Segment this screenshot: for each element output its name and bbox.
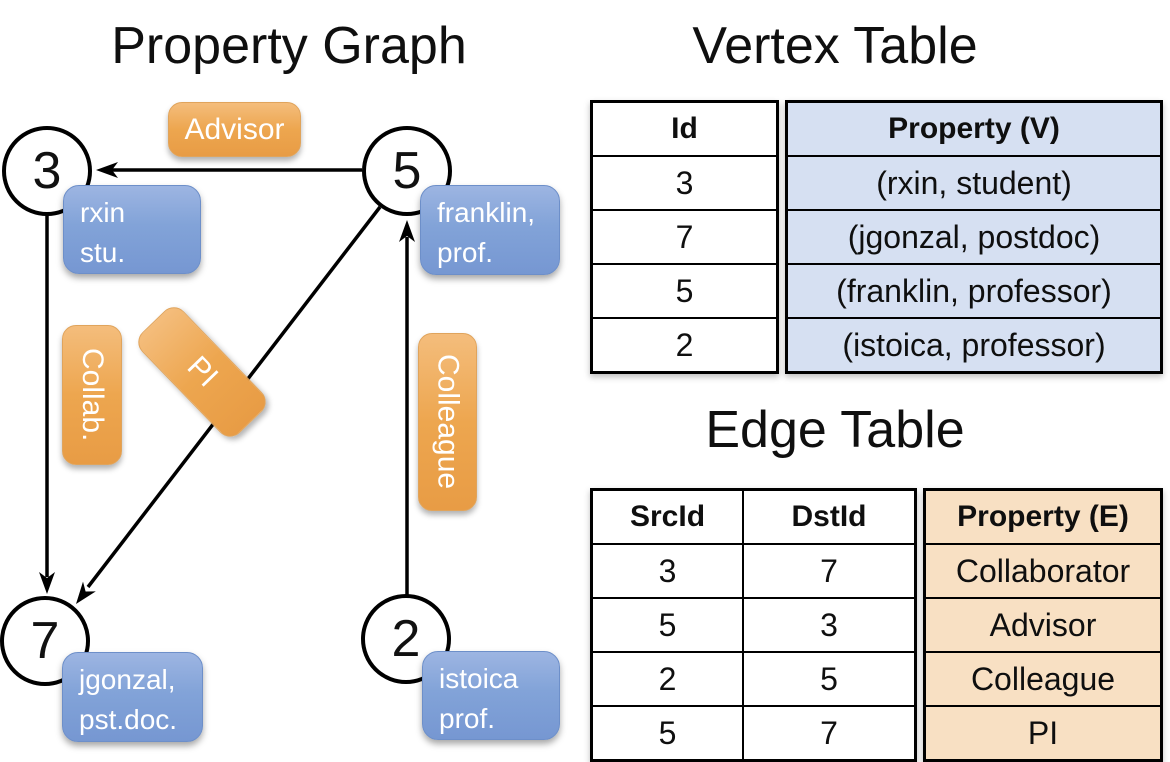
vertex-id-cell: 5 — [593, 263, 776, 317]
arrowhead-pi-icon — [76, 581, 96, 604]
vertex-property-box-5: franklin, prof. — [420, 185, 560, 275]
node-id-label: 3 — [32, 142, 62, 200]
vertex-property-box-2: istoica prof. — [422, 651, 560, 740]
edge-property-cell: Advisor — [926, 597, 1160, 651]
vertex-table-title: Vertex Table — [692, 17, 978, 75]
edge-dst-cell: 5 — [742, 653, 914, 705]
edge-src-dst-columns: SrcId DstId 3 7 5 3 2 5 5 7 — [590, 488, 917, 762]
vertex-property-box-3: rxin stu. — [63, 185, 201, 274]
edge-property-cell: PI — [926, 705, 1160, 759]
vertex-property-cell: (jgonzal, postdoc) — [788, 209, 1160, 263]
edge-dst-cell: 7 — [742, 707, 914, 759]
node-id-label: 5 — [392, 142, 422, 200]
edge-src-cell: 5 — [658, 606, 677, 643]
vertex-id-column: Id 3 7 5 2 — [590, 100, 779, 374]
edge-label-advisor: Advisor — [168, 102, 301, 157]
vertex-property-box-7: jgonzal, pst.doc. — [62, 652, 203, 742]
arrowhead-collab-icon — [39, 572, 55, 594]
vertex-property-cell: (istoica, professor) — [788, 317, 1160, 371]
edge-src-cell: 5 — [658, 714, 677, 751]
edge-dst-header: DstId — [742, 491, 914, 543]
vertex-property-header: Property (V) — [888, 112, 1060, 145]
edge-label-colleague: Colleague — [418, 333, 477, 511]
edge-label-collab: Collab. — [62, 325, 122, 465]
edge-table-title: Edge Table — [705, 401, 965, 459]
edge-dst-cell: 7 — [742, 545, 914, 597]
node-id-label: 7 — [30, 612, 60, 670]
vertex-id-header: Id — [671, 112, 698, 145]
vertex-id-cell: 3 — [593, 155, 776, 209]
vertex-property-column: Property (V) (rxin, student) (jgonzal, p… — [785, 100, 1163, 374]
vertex-property-cell: (rxin, student) — [788, 155, 1160, 209]
vertex-id-cell: 7 — [593, 209, 776, 263]
edge-property-column: Property (E) Collaborator Advisor Collea… — [923, 488, 1163, 762]
edge-src-cell: 2 — [658, 660, 677, 697]
graph-node-5: 5 — [362, 126, 452, 216]
graph-edges-svg — [39, 162, 415, 604]
edge-dst-cell: 3 — [742, 599, 914, 651]
arrowhead-colleague-icon — [399, 220, 415, 242]
edge-property-header: Property (E) — [957, 500, 1129, 533]
arrowhead-advisor-icon — [96, 162, 118, 178]
vertex-table: Id 3 7 5 2 Property (V) (rxin, student) … — [590, 100, 1163, 374]
edge-src-cell: 3 — [658, 552, 677, 589]
vertex-property-cell: (franklin, professor) — [788, 263, 1160, 317]
property-graph-title: Property Graph — [111, 17, 467, 75]
graph-node-7: 7 — [0, 596, 90, 686]
edge-table: SrcId DstId 3 7 5 3 2 5 5 7 — [590, 488, 1163, 762]
node-id-label: 2 — [391, 610, 421, 668]
edge-property-cell: Collaborator — [926, 543, 1160, 597]
edge-src-header: SrcId — [629, 500, 706, 533]
vertex-id-cell: 2 — [593, 317, 776, 371]
edge-property-cell: Colleague — [926, 651, 1160, 705]
